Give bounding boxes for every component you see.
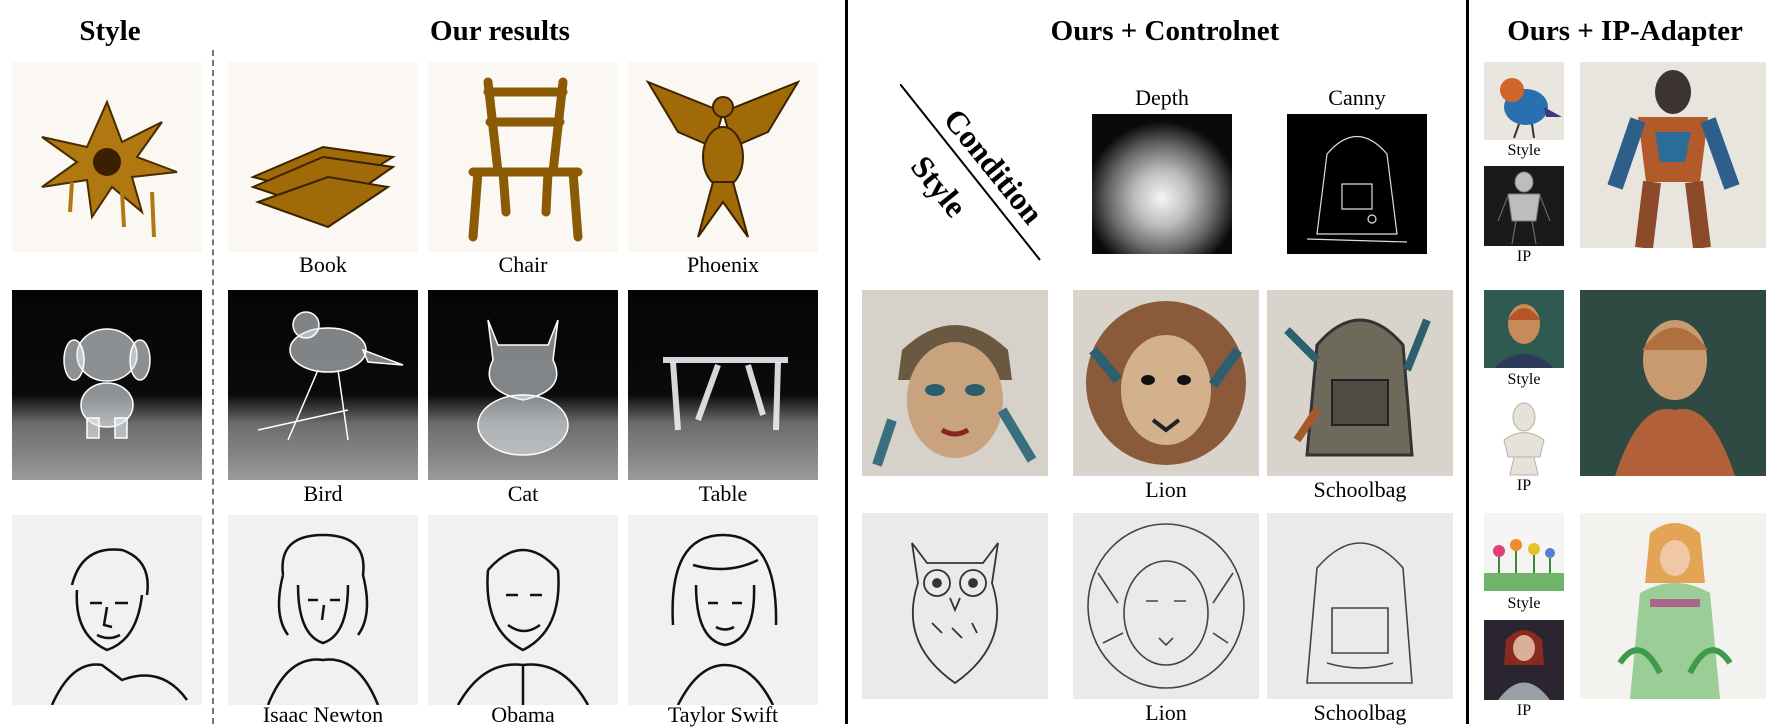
result-image-isaac-newton (228, 515, 418, 705)
header-controlnet: Ours + Controlnet (1050, 15, 1280, 47)
ip-row1-ip-label: IP (1516, 248, 1532, 265)
section-divider-left (845, 0, 848, 724)
style-image-glass-dog (12, 290, 202, 480)
style-results-dashed-divider (212, 50, 214, 724)
ip-row3-style-label: Style (1507, 595, 1541, 612)
ip-style-image-mosaic-bird (1484, 62, 1564, 140)
controlnet-result-lion-painted (1073, 290, 1259, 476)
ip-result-image-painted-bust (1580, 290, 1766, 476)
caption-controlnet-schoolbag-2: Schoolbag (1313, 700, 1407, 725)
ip-reference-image-warrior (1484, 620, 1564, 700)
caption-obama: Obama (491, 702, 555, 727)
result-image-obama (428, 515, 618, 705)
ip-reference-image-robot (1484, 166, 1564, 246)
result-image-taylor-swift (628, 515, 818, 705)
result-image-book (228, 62, 418, 252)
controlnet-result-schoolbag-sketch (1267, 513, 1453, 699)
caption-taylor-swift: Taylor Swift (667, 702, 779, 727)
ip-row1-style-label: Style (1507, 142, 1541, 159)
result-image-chair (428, 62, 618, 252)
ip-row2-style-label: Style (1507, 371, 1541, 388)
caption-isaac-newton: Isaac Newton (262, 702, 384, 727)
ip-result-image-mosaic-robot (1580, 62, 1766, 248)
condition-image-depth (1092, 114, 1232, 254)
ip-row2-ip-label: IP (1516, 477, 1532, 494)
result-image-glass-cat (428, 290, 618, 480)
ip-style-image-flowers (1484, 513, 1564, 591)
caption-controlnet-lion-2: Lion (1145, 700, 1187, 725)
controlnet-style-image-painted-face (862, 290, 1048, 476)
condition-style-diagonal (900, 84, 1050, 264)
style-image-sketch-portrait (12, 515, 202, 705)
header-ip-adapter: Ours + IP-Adapter (1507, 15, 1743, 47)
result-image-phoenix (628, 62, 818, 252)
controlnet-result-lion-sketch (1073, 513, 1259, 699)
caption-controlnet-schoolbag-1: Schoolbag (1313, 477, 1407, 502)
ip-reference-image-bust (1484, 395, 1564, 477)
condition-image-canny (1287, 114, 1427, 254)
ip-row3-ip-label: IP (1516, 702, 1532, 719)
caption-controlnet-lion-1: Lion (1145, 477, 1187, 502)
label-depth: Depth (1135, 85, 1189, 110)
caption-book: Book (299, 252, 347, 277)
caption-bird: Bird (303, 481, 343, 506)
header-style: Style (79, 15, 141, 47)
controlnet-style-image-owl-sketch (862, 513, 1048, 699)
section-divider-right (1466, 0, 1469, 724)
label-canny: Canny (1328, 85, 1386, 110)
ip-style-image-van-gogh (1484, 290, 1564, 368)
result-image-glass-table (628, 290, 818, 480)
caption-cat: Cat (507, 481, 539, 506)
result-image-glass-bird (228, 290, 418, 480)
caption-chair: Chair (498, 252, 548, 277)
caption-table: Table (698, 481, 748, 506)
ip-result-image-watercolor-woman (1580, 513, 1766, 699)
controlnet-result-schoolbag-painted (1267, 290, 1453, 476)
header-our-results: Our results (430, 15, 570, 47)
style-image-gold-flower (12, 62, 202, 252)
caption-phoenix: Phoenix (686, 252, 760, 277)
